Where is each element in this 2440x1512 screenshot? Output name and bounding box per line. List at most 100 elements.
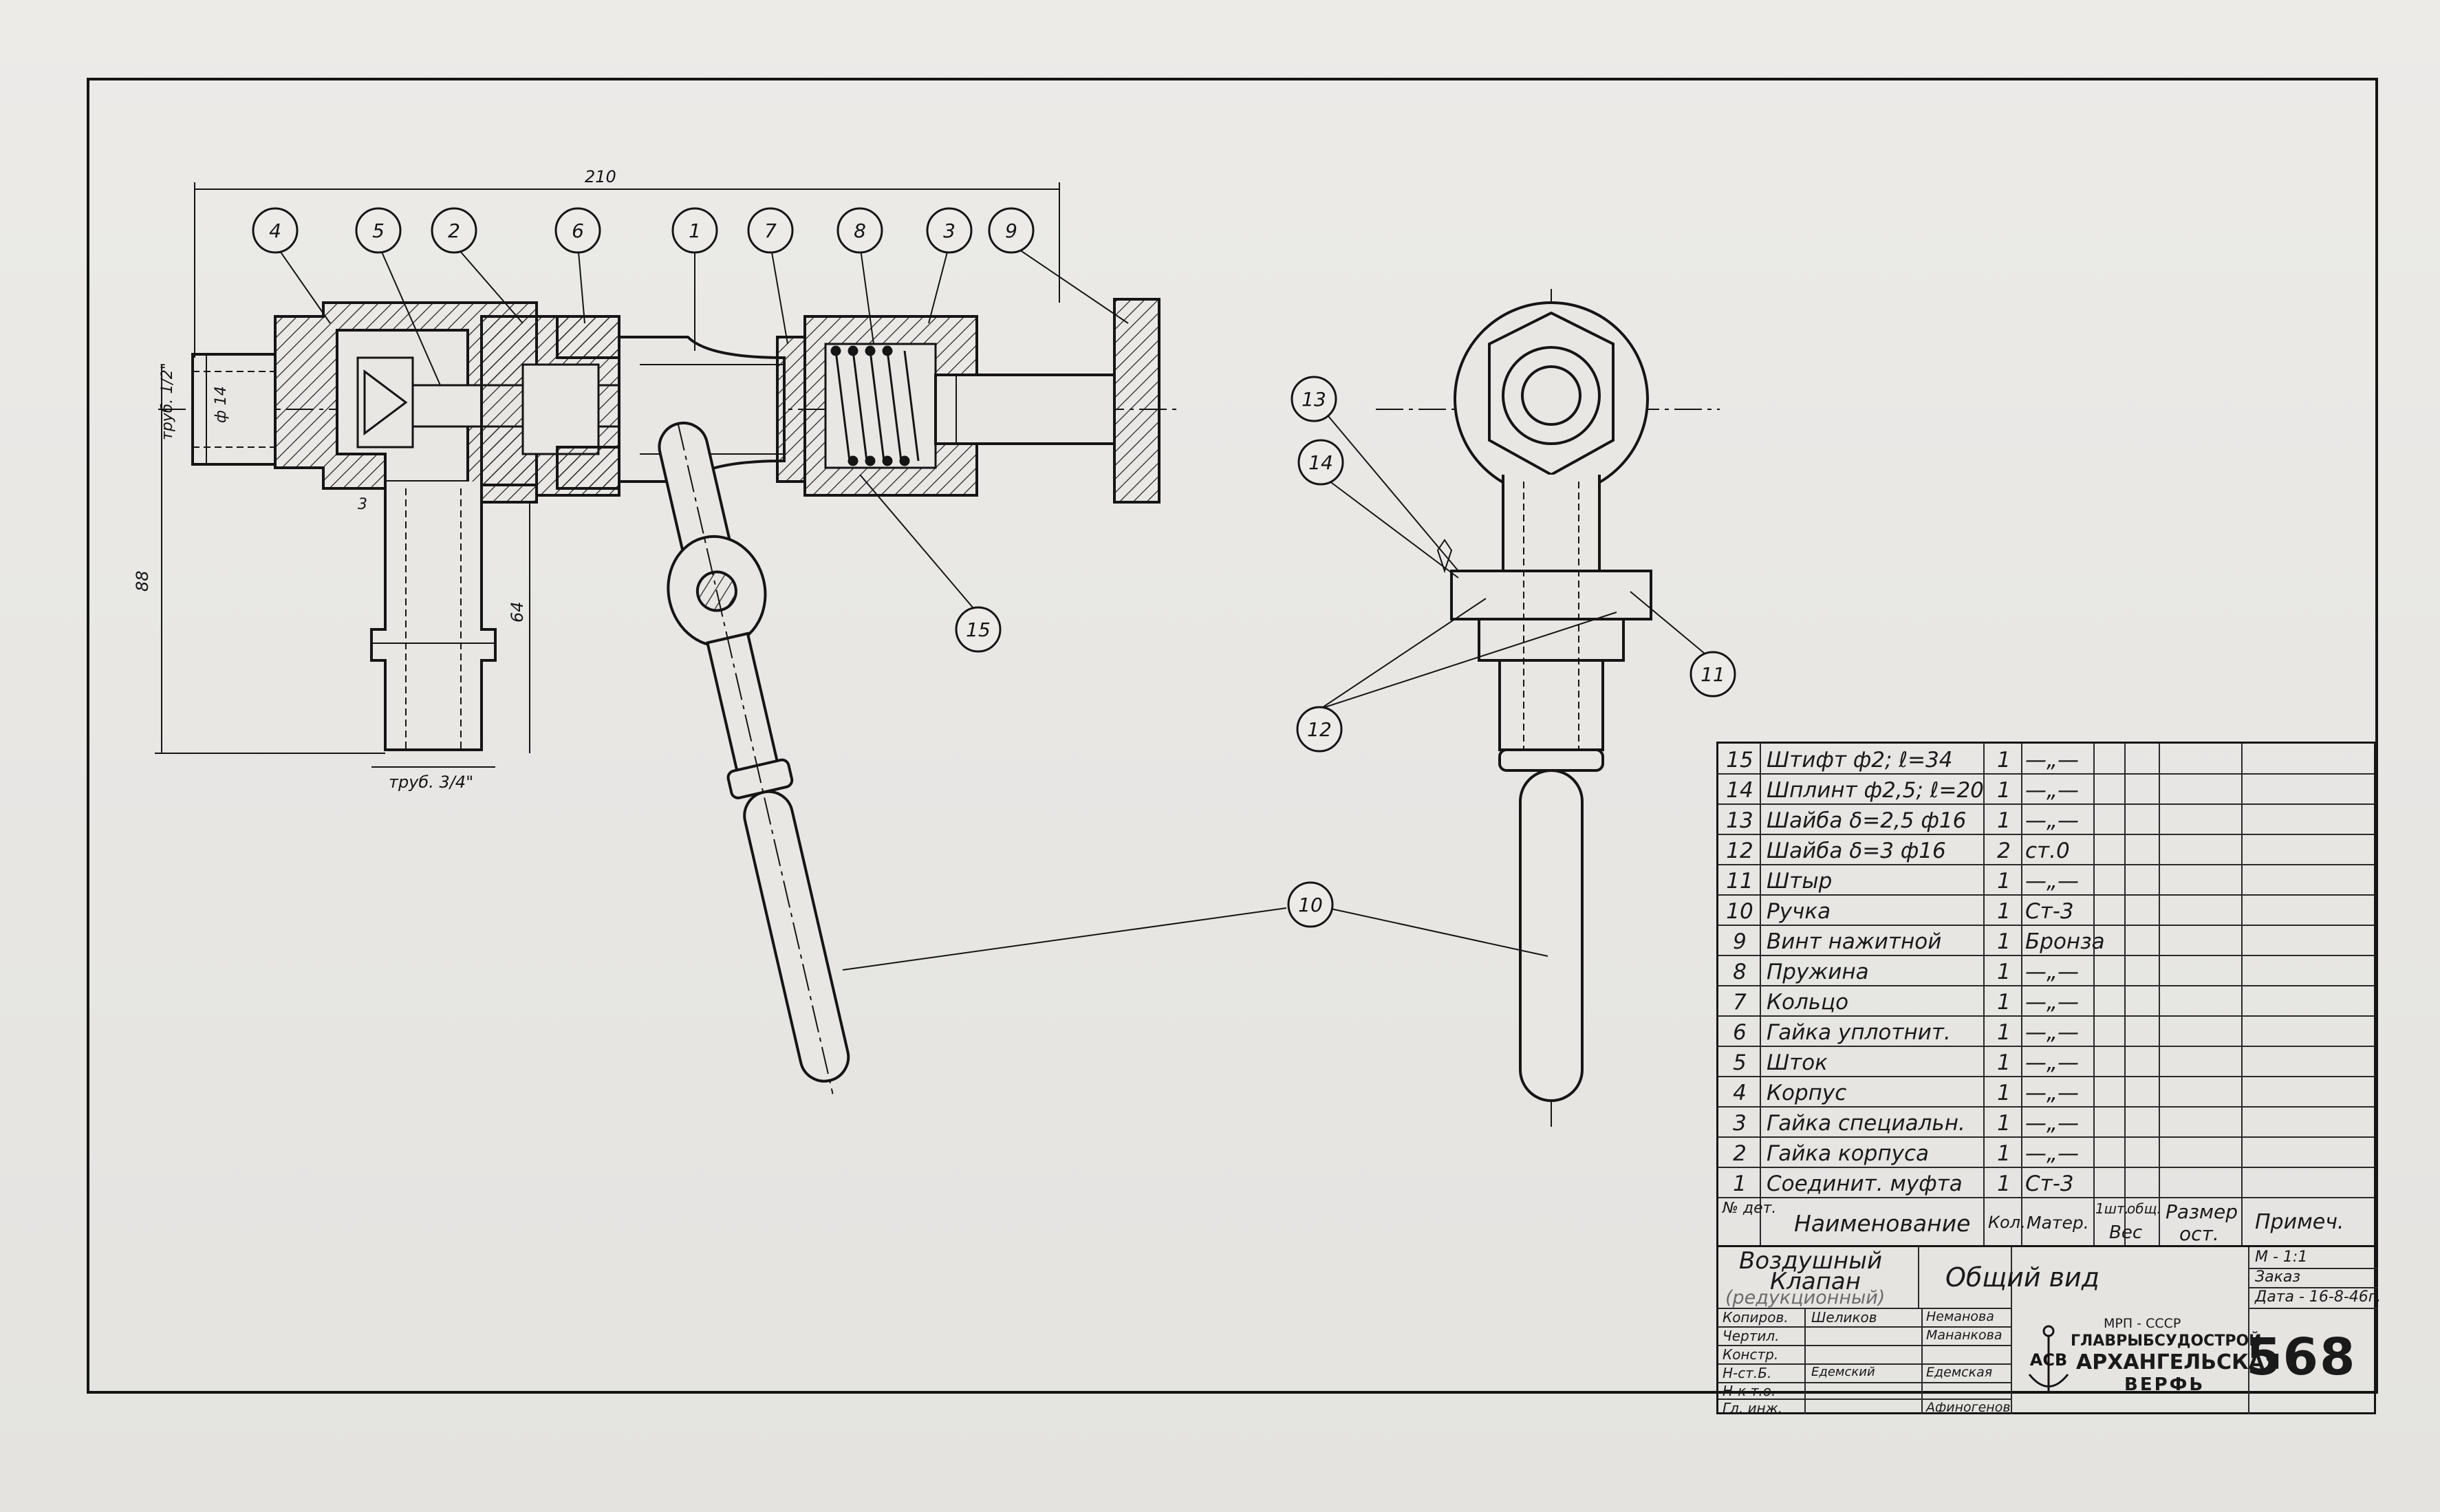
balloon-3	[926, 207, 973, 254]
surname: Неманова	[1926, 1309, 1994, 1324]
anchor-icon: АСВ	[2028, 1325, 2069, 1392]
balloon-label: 2	[448, 219, 460, 242]
role: Н-ст.Б.	[1723, 1365, 1772, 1381]
drawing-frame	[87, 78, 2378, 1394]
header-size-2: ост.	[2179, 1222, 2219, 1245]
balloon-label: 5	[372, 219, 385, 242]
header-no: № дет.	[1723, 1200, 1777, 1217]
balloon-1	[671, 207, 718, 254]
header-weight: Вес	[2109, 1222, 2143, 1243]
org-line-1: МРП - СССР	[2104, 1316, 2181, 1331]
dim-pipe-height: 64	[508, 601, 527, 623]
date: Дата - 16-8-46г.	[2255, 1288, 2382, 1306]
role: Н-к т.о.	[1723, 1383, 1776, 1399]
balloon-2	[431, 207, 477, 254]
title-block: Воздушный Клапан (редукционный) Общий ви…	[1716, 1247, 2381, 1416]
balloon-4	[252, 207, 299, 254]
surname: Мананкова	[1926, 1328, 2002, 1343]
role: Гл. инж.	[1723, 1400, 1783, 1416]
side-view	[1376, 289, 1720, 1128]
dim-outlet-thread: труб. 3/4"	[389, 773, 473, 792]
balloon-label: 9	[1005, 219, 1017, 242]
role: Чертил.	[1723, 1328, 1780, 1344]
dimension-lines	[155, 182, 1060, 768]
balloon-label: 6	[572, 219, 584, 242]
header-qty: Кол.	[1988, 1213, 2026, 1232]
balloon-label: 14	[1308, 451, 1333, 474]
balloon-label: 15	[966, 618, 991, 641]
order: Заказ	[2255, 1268, 2301, 1286]
balloon-label: 8	[854, 219, 866, 242]
balloon-label: 11	[1701, 663, 1725, 686]
balloon-label: 3	[943, 219, 956, 242]
balloon-label: 1	[689, 219, 701, 242]
leader-lines	[274, 244, 1714, 971]
role: Копиров.	[1723, 1309, 1789, 1326]
balloon-label: 7	[764, 219, 777, 242]
balloon-15	[955, 606, 1002, 653]
surname: Афиногенов	[1926, 1400, 2011, 1415]
balloon-11	[1689, 651, 1736, 698]
header-note: Примеч.	[2255, 1210, 2344, 1234]
balloon-13	[1291, 376, 1337, 422]
balloon-5	[355, 207, 402, 254]
dim-inlet-diameter: ф 14	[213, 386, 230, 423]
object-name-1: Воздушный	[1739, 1247, 1883, 1275]
org-line-4: ВЕРФЬ	[2124, 1374, 2205, 1395]
dimension-texts: 210 88 64 труб. 1/2" ф 14 труб. 3/4" 3	[133, 167, 616, 792]
org-logo: АСВ	[2021, 1323, 2076, 1398]
balloon-label: 12	[1307, 718, 1332, 741]
sheet-number: 568	[2246, 1328, 2357, 1387]
dim-inlet-thread: труб. 1/2"	[159, 363, 176, 440]
dim-small-mark: 3	[358, 496, 367, 513]
section-view	[158, 298, 1176, 1094]
balloons	[252, 207, 1736, 928]
org-line-3: АРХАНГЕЛЬСКАЯ	[2076, 1350, 2280, 1374]
balloon-9	[988, 207, 1035, 254]
org-line-2: ГЛАВРЫБСУДОСТРОЙ	[2071, 1332, 2262, 1350]
balloon-label: 13	[1302, 388, 1326, 411]
balloon-label: 4	[269, 219, 281, 242]
balloon-label: 10	[1298, 894, 1323, 916]
header-weight-total: общ.	[2127, 1200, 2161, 1217]
signature: Шеликов	[1811, 1309, 1877, 1326]
object-name-2: Клапан	[1770, 1268, 1861, 1295]
logo-text: АСВ	[2030, 1350, 2067, 1370]
balloon-10	[1287, 881, 1334, 928]
view-name: Общий вид	[1945, 1262, 2099, 1293]
balloon-8	[836, 207, 883, 254]
surname: Едемская	[1926, 1365, 1993, 1380]
scale: М - 1:1	[2255, 1249, 2308, 1266]
balloon-labels: 4 5 2 6 1 7 8 3 9 15 13 14 11 12 10	[269, 219, 1725, 916]
dim-height: 88	[133, 570, 152, 592]
role: Констр.	[1723, 1346, 1779, 1363]
balloon-7	[747, 207, 794, 254]
header-size: Размер	[2166, 1200, 2238, 1223]
signature: Едемский	[1811, 1365, 1875, 1379]
header-name: Наименование	[1794, 1210, 1971, 1237]
header-mat: Матер.	[2027, 1213, 2089, 1233]
balloon-6	[554, 207, 601, 254]
header-weight-1: 1шт.	[2095, 1200, 2130, 1217]
object-name-3: (редукционный)	[1725, 1287, 1886, 1308]
parts-list-header: № дет. Наименование Кол. Матер. 1шт. общ…	[1718, 1198, 2374, 1249]
balloon-12	[1296, 706, 1343, 753]
balloon-14	[1297, 439, 1344, 486]
dim-overall: 210	[585, 167, 616, 186]
